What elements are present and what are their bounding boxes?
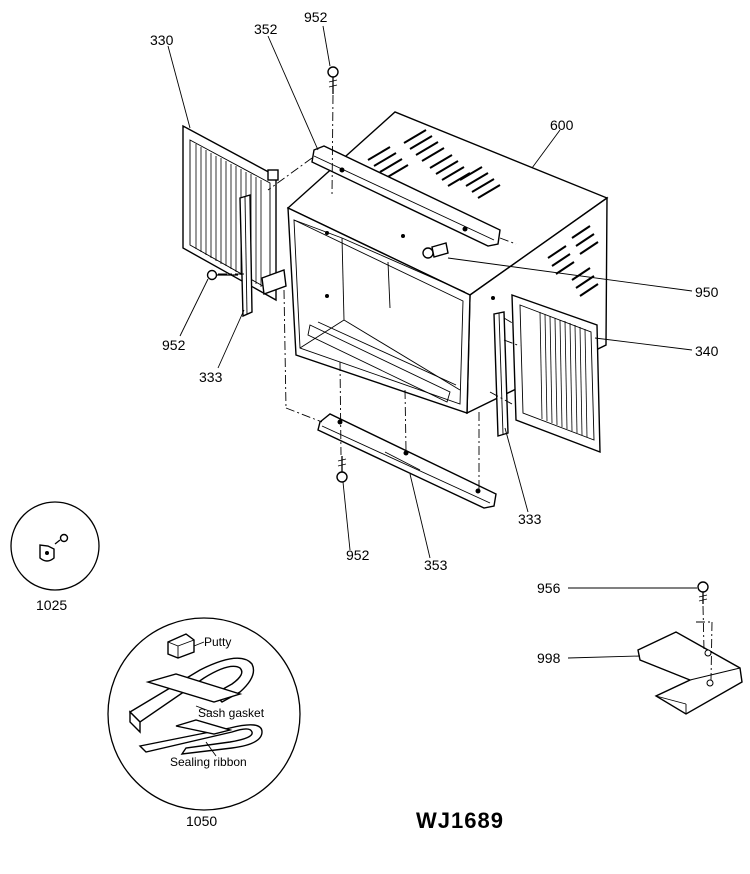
screw-956: [697, 581, 709, 604]
left-channel-333: [239, 194, 253, 318]
leader-lines: [167, 25, 693, 559]
putty-block: [167, 633, 195, 659]
detail-1025: 1025: [10, 501, 100, 613]
label-952-bottom: 952: [346, 547, 370, 563]
label-sealing-ribbon: Sealing ribbon: [170, 755, 247, 769]
label-340: 340: [695, 343, 719, 359]
screw-952-left: [206, 269, 238, 281]
screw-952-top: [327, 66, 339, 94]
right-panel-grill: [539, 311, 588, 438]
bottom-rail-353: [317, 413, 497, 509]
sash-gasket: [128, 657, 255, 734]
label-330: 330: [150, 32, 174, 48]
left-clip: [261, 269, 287, 295]
label-950: 950: [695, 284, 719, 300]
label-333-right: 333: [518, 511, 542, 527]
label-352: 352: [254, 21, 278, 37]
label-1050: 1050: [186, 813, 217, 829]
sealing-ribbon: [138, 719, 263, 755]
label-sash-gasket: Sash gasket: [198, 706, 265, 720]
label-952-left: 952: [162, 337, 186, 353]
top-vent-slots: [367, 129, 501, 199]
top-rail-352: [311, 145, 501, 247]
label-956: 956: [537, 580, 561, 596]
right-side-panel-340: [511, 293, 601, 454]
label-1025: 1025: [36, 597, 67, 613]
label-353: 353: [424, 557, 448, 573]
label-998: 998: [537, 650, 561, 666]
alignment-lines: [218, 94, 521, 490]
screw-950: [422, 242, 449, 259]
diagram-code: WJ1689: [416, 808, 504, 833]
label-putty: Putty: [204, 635, 231, 649]
side-vent-slots: [547, 225, 599, 297]
bracket-998: [637, 631, 743, 715]
label-952-top: 952: [304, 9, 328, 25]
screw-952-bottom: [336, 456, 348, 483]
label-333-left: 333: [199, 369, 223, 385]
detail-1050: Putty Sash gasket Sealing ribbon 1050: [107, 617, 301, 829]
label-600: 600: [550, 117, 574, 133]
